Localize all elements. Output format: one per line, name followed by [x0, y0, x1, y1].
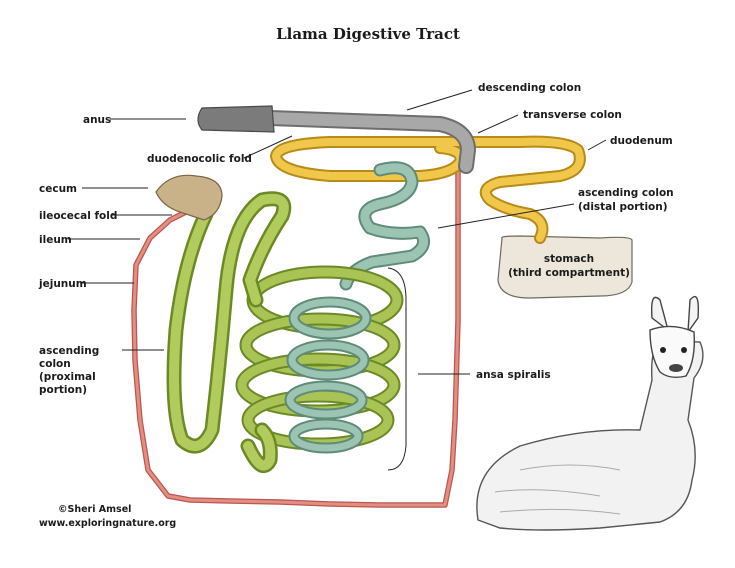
label-ascending-colon-proximal-3: (proximal — [39, 371, 96, 383]
label-ileum: ileum — [39, 234, 72, 246]
ansa-spiralis-coils — [235, 161, 431, 454]
credit-website: www.exploringnature.org — [39, 518, 176, 529]
label-ileocecal-fold: ileocecal fold — [39, 210, 117, 222]
label-duodenocolic-fold: duodenocolic fold — [147, 153, 252, 165]
stomach-label: stomach — [544, 253, 594, 265]
llama-illustration — [476, 295, 704, 531]
label-anus: anus — [83, 114, 111, 126]
anus-rectum — [197, 105, 275, 133]
credit-author: ©Sheri Amsel — [58, 504, 131, 515]
label-jejunum: jejunum — [38, 278, 87, 290]
duodenum-tube — [270, 135, 586, 244]
stomach-third-compartment — [497, 235, 633, 299]
ascending-colon-lower-fill — [243, 425, 276, 471]
stomach-sublabel: (third compartment) — [508, 267, 630, 279]
leader-lines — [68, 89, 607, 471]
cecum — [155, 174, 223, 221]
label-ascending-colon-proximal-2: colon — [39, 358, 71, 370]
diagram-title: Llama Digestive Tract — [276, 25, 460, 43]
duodenum-fill — [272, 137, 584, 242]
label-ascending-colon-distal: ascending colon — [578, 187, 674, 199]
label-ascending-colon-distal-sub: (distal portion) — [578, 201, 668, 213]
label-ansa-spiralis: ansa spiralis — [476, 369, 551, 381]
label-ascending-colon-proximal-1: ascending — [39, 345, 99, 357]
label-transverse-colon: transverse colon — [523, 109, 622, 121]
transverse-colon-fill — [264, 112, 474, 172]
ascending-colon-proximal-fill — [169, 193, 289, 452]
label-descending-colon: descending colon — [478, 82, 581, 94]
label-duodenum: duodenum — [610, 135, 673, 147]
label-ascending-colon-proximal-4: portion) — [39, 384, 87, 396]
jejunum-ileum-fill — [132, 150, 460, 507]
label-cecum: cecum — [39, 183, 77, 195]
